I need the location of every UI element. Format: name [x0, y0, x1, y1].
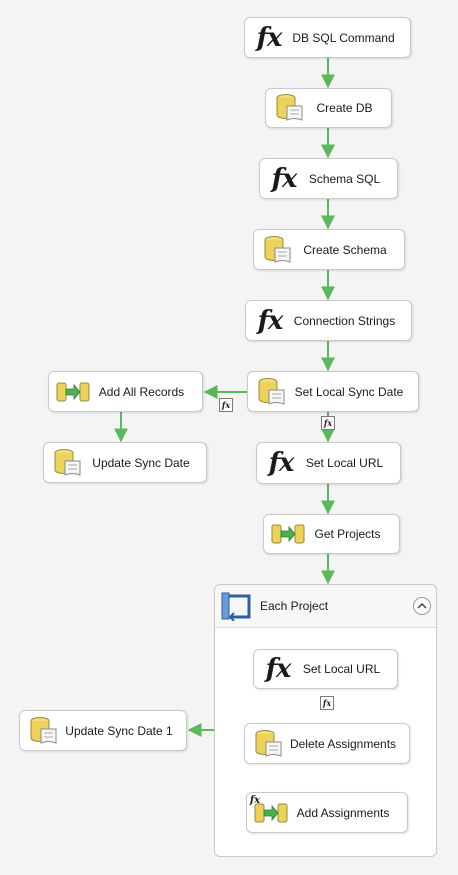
- task-label: Create Schema: [303, 242, 387, 257]
- sql-task-icon: [26, 714, 62, 748]
- task-label: Delete Assignments: [289, 736, 397, 751]
- expression-badge-icon[interactable]: fx: [249, 795, 261, 806]
- data-flow-icon: [253, 796, 289, 830]
- task-set-local-url[interactable]: fx Set Local URL: [256, 442, 401, 484]
- task-create-db[interactable]: Create DB: [265, 88, 392, 128]
- task-label: Add All Records: [98, 384, 185, 399]
- expression-icon: fx: [256, 22, 283, 53]
- sql-task-icon: [272, 91, 308, 125]
- foreach-loop-icon: [219, 591, 253, 622]
- task-create-schema[interactable]: Create Schema: [253, 229, 405, 270]
- task-label: Set Local URL: [302, 662, 381, 676]
- container-header[interactable]: Each Project: [215, 585, 436, 628]
- expression-badge-icon[interactable]: fx: [320, 696, 334, 710]
- task-label: Create DB: [316, 101, 373, 115]
- sql-task-icon: [251, 727, 287, 761]
- sql-task-icon: [260, 233, 296, 267]
- task-label: DB SQL Command: [292, 30, 395, 45]
- task-label: Schema SQL: [308, 171, 381, 186]
- task-label: Set Local URL: [305, 456, 384, 470]
- task-schema-sql[interactable]: fx Schema SQL: [259, 158, 398, 199]
- task-update-sync-date[interactable]: Update Sync Date: [43, 442, 207, 483]
- task-delete-assignments[interactable]: Delete Assignments: [244, 723, 410, 764]
- task-set-local-sync-date[interactable]: Set Local Sync Date: [247, 371, 419, 412]
- task-db-sql-command[interactable]: fx DB SQL Command: [244, 17, 411, 58]
- collapse-button[interactable]: [413, 597, 431, 615]
- task-update-sync-date-1[interactable]: Update Sync Date 1: [19, 710, 187, 751]
- container-title: Each Project: [260, 599, 329, 613]
- task-label: Get Projects: [314, 527, 381, 541]
- chevron-up-icon: [417, 602, 427, 609]
- task-add-all-records[interactable]: Add All Records: [48, 371, 203, 412]
- task-label: Connection Strings: [293, 313, 396, 328]
- expression-icon: fx: [268, 448, 295, 478]
- data-flow-icon: [270, 517, 306, 551]
- task-label: Update Sync Date 1: [65, 723, 173, 738]
- expression-icon: fx: [271, 163, 298, 194]
- task-get-projects[interactable]: Get Projects: [263, 514, 400, 554]
- task-add-assignments[interactable]: Add Assignments: [246, 792, 408, 833]
- expression-badge-icon[interactable]: fx: [321, 416, 335, 430]
- task-inner-set-local-url[interactable]: fx Set Local URL: [253, 649, 398, 689]
- task-label: Set Local Sync Date: [294, 384, 404, 399]
- sql-task-icon: [50, 446, 86, 480]
- task-connection-strings[interactable]: fx Connection Strings: [245, 300, 412, 341]
- task-label: Update Sync Date: [92, 455, 190, 470]
- expression-badge-icon[interactable]: fx: [219, 398, 233, 412]
- sql-task-icon: [254, 375, 290, 409]
- expression-icon: fx: [265, 654, 292, 684]
- data-flow-icon: [55, 375, 91, 409]
- task-label: Add Assignments: [296, 805, 390, 820]
- expression-icon: fx: [257, 305, 284, 336]
